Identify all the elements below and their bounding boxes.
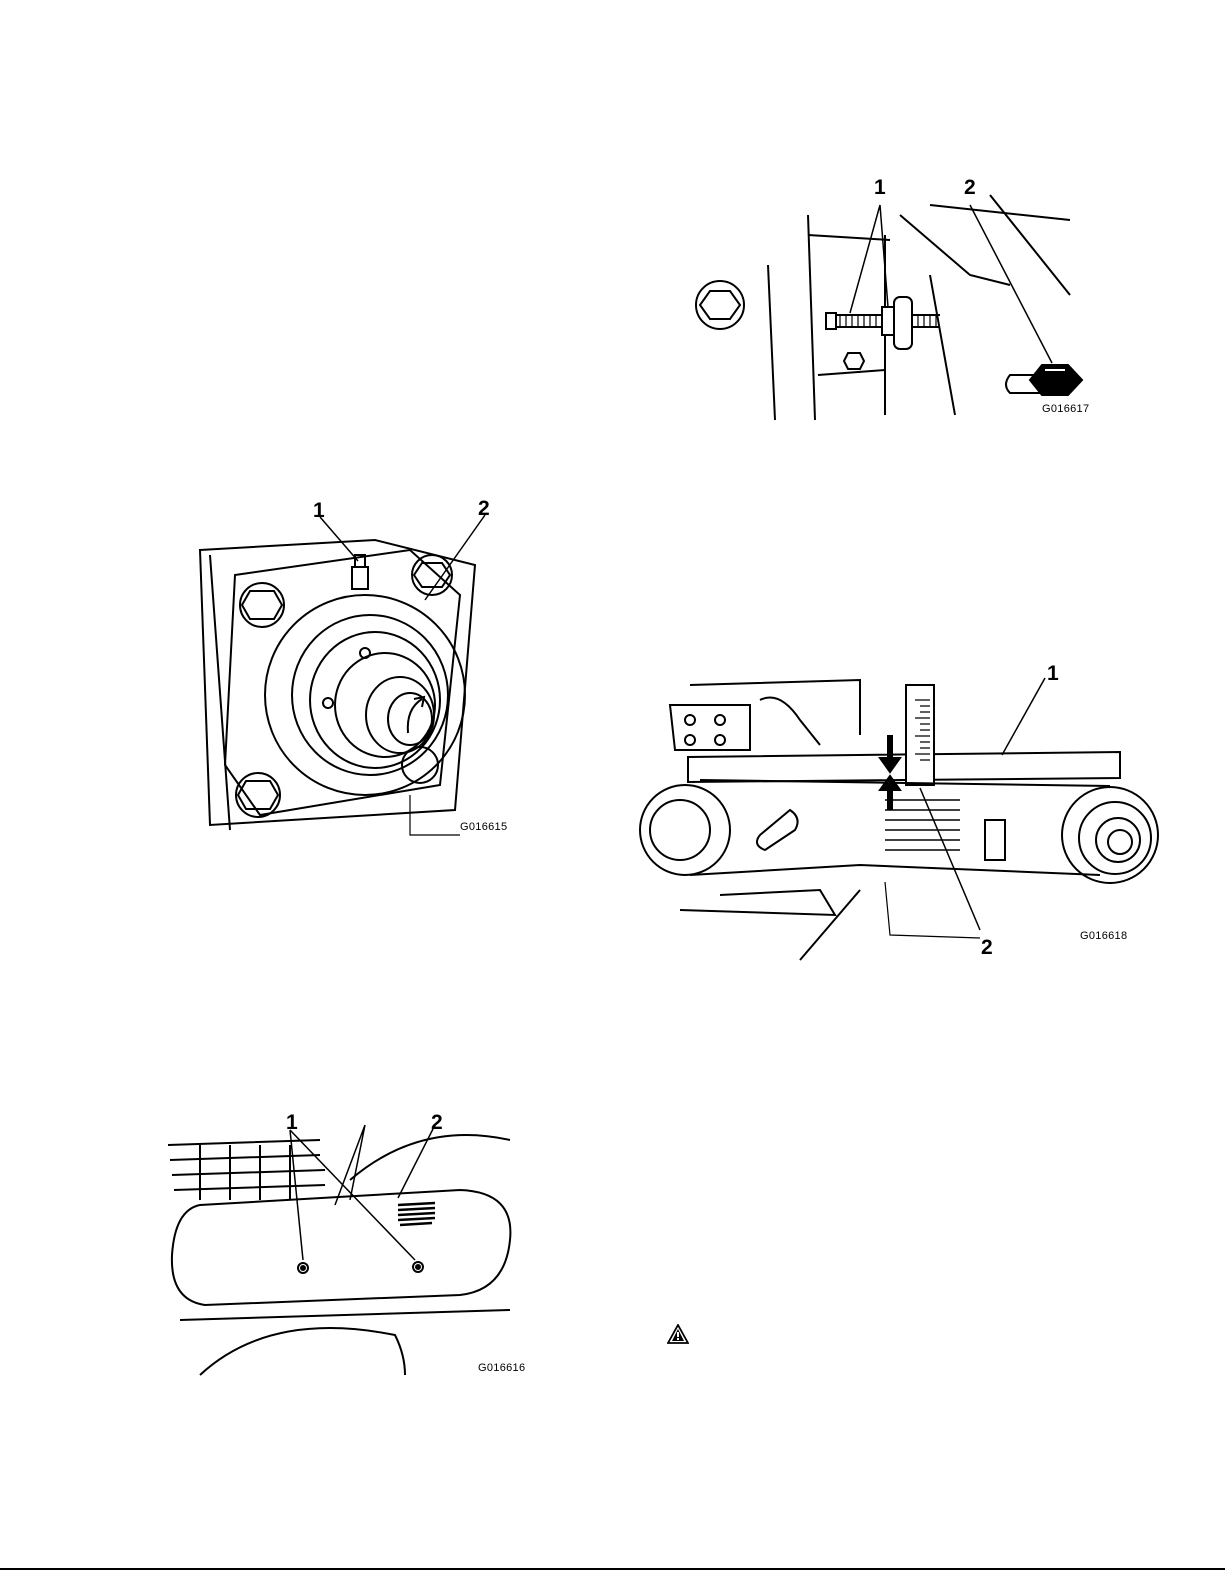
figure-id: G016616 xyxy=(478,1363,525,1374)
callout-2: 2 xyxy=(981,937,993,958)
figure-bearing-housing: 1 2 G016615 xyxy=(170,495,520,855)
belt-cover-illustration xyxy=(160,1110,530,1380)
belt-deflection-illustration xyxy=(660,660,1150,960)
figure-id: G016615 xyxy=(460,822,507,833)
figure-adjustment-bolt: 1 2 G016617 xyxy=(690,175,1100,425)
figure-belt-cover: 1 2 G016616 xyxy=(160,1110,530,1380)
figure-id: G016617 xyxy=(1042,404,1089,415)
callout-1: 1 xyxy=(286,1112,298,1133)
callout-1: 1 xyxy=(874,177,886,198)
figure-belt-deflection: 1 2 G016618 xyxy=(660,660,1150,960)
callout-2: 2 xyxy=(964,177,976,198)
adjustment-bolt-illustration xyxy=(690,175,1100,425)
callout-1: 1 xyxy=(313,500,325,521)
callout-2: 2 xyxy=(431,1112,443,1133)
callout-1: 1 xyxy=(1047,663,1059,684)
bearing-illustration xyxy=(170,495,520,855)
callout-2: 2 xyxy=(478,498,490,519)
warning-triangle-icon xyxy=(667,1324,689,1344)
footer-rule xyxy=(0,1568,1225,1570)
figure-id: G016618 xyxy=(1080,931,1127,942)
